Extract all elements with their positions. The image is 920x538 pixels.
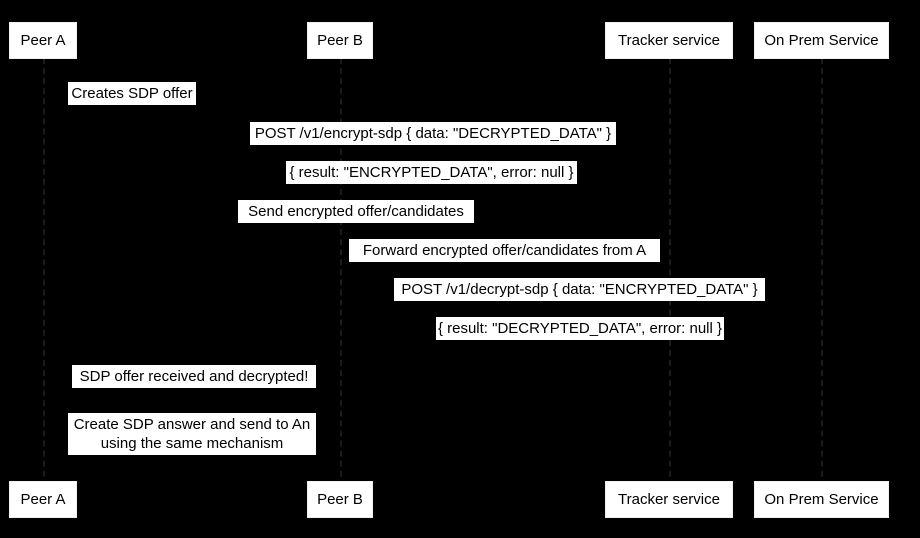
participant-label: Peer B	[317, 491, 363, 508]
participant-header-peer-a[interactable]: Peer A	[9, 22, 77, 59]
participant-label: Tracker service	[618, 491, 720, 508]
message-forward-encrypted-offer[interactable]: Forward encrypted offer/candidates from …	[349, 239, 660, 262]
message-label: Create SDP answer and send to An using t…	[73, 416, 311, 452]
lifeline-peer-b	[340, 58, 342, 517]
message-label: SDP offer received and decrypted!	[79, 367, 309, 385]
message-label: Send encrypted offer/candidates	[248, 202, 464, 220]
message-label: Creates SDP offer	[71, 84, 193, 102]
participant-label: On Prem Service	[764, 491, 879, 508]
participant-footer-tracker-service[interactable]: Tracker service	[605, 481, 733, 518]
message-post-encrypt-sdp[interactable]: POST /v1/encrypt-sdp { data: "DECRYPTED_…	[250, 122, 616, 145]
message-sdp-offer-received[interactable]: SDP offer received and decrypted!	[72, 365, 316, 388]
message-label: POST /v1/encrypt-sdp { data: "DECRYPTED_…	[254, 124, 612, 142]
message-post-decrypt-sdp[interactable]: POST /v1/decrypt-sdp { data: "ENCRYPTED_…	[394, 278, 765, 301]
participant-header-tracker-service[interactable]: Tracker service	[605, 22, 733, 59]
participant-footer-peer-a[interactable]: Peer A	[9, 481, 77, 518]
message-label: { result: "DECRYPTED_DATA", error: null …	[437, 319, 723, 337]
message-encrypt-sdp-result[interactable]: { result: "ENCRYPTED_DATA", error: null …	[286, 161, 577, 184]
message-label: Forward encrypted offer/candidates from …	[362, 241, 647, 259]
message-label: POST /v1/decrypt-sdp { data: "ENCRYPTED_…	[401, 280, 758, 298]
participant-label: Peer B	[317, 32, 363, 49]
participant-label: Tracker service	[618, 32, 720, 49]
participant-label: Peer A	[20, 491, 66, 508]
participant-footer-on-prem-service[interactable]: On Prem Service	[754, 481, 889, 518]
participant-header-on-prem-service[interactable]: On Prem Service	[754, 22, 889, 59]
message-create-sdp-answer[interactable]: Create SDP answer and send to An using t…	[68, 413, 316, 455]
message-label: { result: "ENCRYPTED_DATA", error: null …	[289, 163, 574, 181]
participant-label: Peer A	[20, 32, 66, 49]
participant-label: On Prem Service	[764, 32, 879, 49]
message-send-encrypted-offer[interactable]: Send encrypted offer/candidates	[238, 200, 474, 223]
participant-header-peer-b[interactable]: Peer B	[307, 22, 373, 59]
participant-footer-peer-b[interactable]: Peer B	[307, 481, 373, 518]
lifeline-peer-a	[43, 58, 45, 517]
message-creates-sdp-offer[interactable]: Creates SDP offer	[68, 82, 196, 105]
message-decrypt-sdp-result[interactable]: { result: "DECRYPTED_DATA", error: null …	[436, 317, 724, 340]
lifeline-on-prem	[821, 58, 823, 517]
